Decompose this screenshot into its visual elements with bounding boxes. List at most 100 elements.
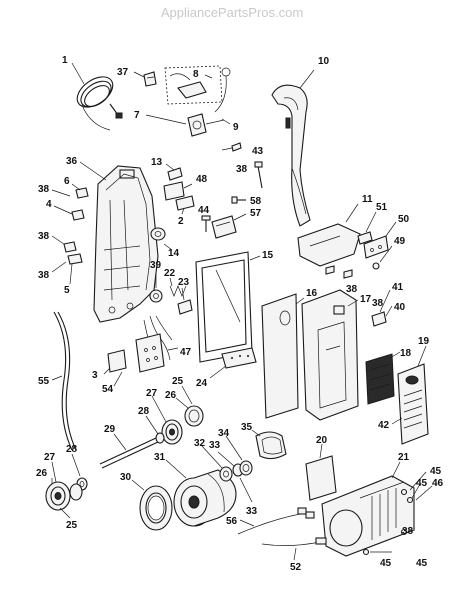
callout-27-right: 27 (146, 388, 158, 399)
callout-26-right: 26 (165, 390, 177, 401)
callout-6: 6 (64, 176, 70, 187)
right-wheel-part[interactable] (161, 419, 183, 445)
filter-pad-part[interactable] (221, 347, 257, 369)
cord-clip-part[interactable] (63, 187, 89, 253)
spring-latch-part[interactable] (363, 235, 389, 259)
switch-cover-part[interactable] (163, 181, 185, 201)
callout-38-left-top: 38 (38, 184, 50, 195)
cover-screw-part[interactable] (325, 265, 353, 279)
motor-cable-part[interactable] (237, 507, 315, 535)
switch-button-part[interactable] (167, 167, 183, 181)
plug-part[interactable] (143, 71, 157, 87)
callout-37: 37 (117, 67, 129, 78)
axle-rod-part[interactable] (99, 437, 159, 469)
callout-32: 32 (194, 438, 206, 449)
callout-28-left: 28 (66, 444, 78, 455)
hose-clip-part[interactable] (67, 253, 83, 265)
callout-57: 57 (250, 208, 262, 219)
callout-50: 50 (398, 214, 410, 225)
power-cord-part[interactable] (72, 71, 123, 131)
callout-38-left-mid: 38 (38, 231, 50, 242)
shaft-part[interactable] (177, 299, 193, 315)
latch-part[interactable] (175, 195, 195, 211)
callout-38-cover: 38 (346, 284, 358, 295)
callout-33-top: 33 (209, 440, 221, 451)
site-watermark: AppliancePartsPros.com (161, 5, 303, 20)
callout-19: 19 (418, 336, 430, 347)
callout-11: 11 (362, 194, 373, 205)
release-button-part[interactable] (357, 231, 373, 245)
left-bushing-part[interactable] (69, 483, 83, 501)
right-washer-part[interactable] (155, 432, 165, 444)
callout-24: 24 (196, 378, 208, 389)
motor-housing-part[interactable] (321, 475, 415, 557)
callout-23: 23 (178, 277, 190, 288)
fan-washer-part[interactable] (239, 460, 253, 476)
filter-frame-part[interactable] (195, 251, 253, 363)
callout-5: 5 (64, 285, 70, 296)
callout-41: 41 (392, 282, 404, 293)
hose-part[interactable] (53, 311, 77, 451)
mount-bracket-part[interactable] (211, 215, 237, 239)
callout-25-left: 25 (66, 520, 78, 531)
control-board-part[interactable] (135, 333, 165, 373)
harness-cable-part[interactable] (261, 537, 327, 546)
callout-38-base: 38 (402, 526, 414, 537)
callout-14: 14 (168, 248, 180, 259)
callout-8: 8 (193, 69, 199, 80)
callout-40: 40 (394, 302, 406, 313)
main-body-part[interactable] (93, 165, 159, 323)
callout-38-housing: 38 (372, 298, 384, 309)
spring-part[interactable] (169, 285, 187, 297)
callout-13: 13 (151, 157, 163, 168)
callout-25-right: 25 (172, 376, 184, 387)
callout-7: 7 (134, 110, 140, 121)
callout-30: 30 (120, 472, 132, 483)
handle-screw-part[interactable] (254, 161, 263, 189)
filter-door-part[interactable] (397, 363, 429, 445)
left-wheel-part[interactable] (45, 481, 71, 511)
callout-48: 48 (196, 174, 208, 185)
latch-screw-part[interactable] (372, 262, 380, 270)
brushroll-drum-part[interactable] (173, 469, 237, 527)
callout-17: 17 (360, 294, 372, 305)
callout-2: 2 (178, 216, 184, 227)
callout-43: 43 (252, 146, 264, 157)
right-bushing-part[interactable] (184, 405, 204, 427)
switch-bracket-part[interactable] (187, 113, 225, 137)
dirt-cup-housing-part[interactable] (301, 289, 359, 421)
callout-35: 35 (241, 422, 253, 433)
gasket-plate-part[interactable] (305, 455, 337, 501)
handle-part[interactable] (271, 84, 311, 227)
callout-51: 51 (376, 202, 388, 213)
callout-52: 52 (290, 562, 302, 573)
callout-16: 16 (306, 288, 318, 299)
callout-26-left: 26 (36, 468, 48, 479)
hepa-filter-part[interactable] (365, 353, 395, 405)
callout-49: 49 (394, 236, 406, 247)
callout-39: 39 (150, 260, 162, 271)
screw-part[interactable] (221, 142, 242, 152)
callout-36: 36 (66, 156, 78, 167)
callout-21: 21 (398, 452, 410, 463)
callout-1: 1 (62, 55, 68, 66)
callout-22: 22 (164, 268, 176, 279)
switch-harness-part[interactable] (164, 65, 231, 113)
bracket-screw-part[interactable] (231, 196, 246, 204)
callout-18: 18 (400, 348, 412, 359)
front-cover-part[interactable] (261, 293, 299, 419)
callout-34: 34 (218, 428, 230, 439)
upper-cover-part[interactable] (297, 223, 361, 267)
base-screw-part[interactable] (362, 488, 414, 556)
cup-latch-part[interactable] (371, 311, 387, 327)
belt-part[interactable] (139, 485, 173, 531)
pulley-part[interactable] (219, 466, 233, 482)
motor-gasket-part[interactable] (255, 431, 287, 460)
bearing-part[interactable] (149, 289, 163, 303)
callout-31: 31 (154, 452, 166, 463)
terminal-block-part[interactable] (107, 349, 127, 373)
screw-44-part[interactable] (201, 215, 211, 232)
callout-58: 58 (250, 196, 262, 207)
grommet-part[interactable] (150, 227, 166, 241)
callout-38-left-low: 38 (38, 270, 50, 281)
